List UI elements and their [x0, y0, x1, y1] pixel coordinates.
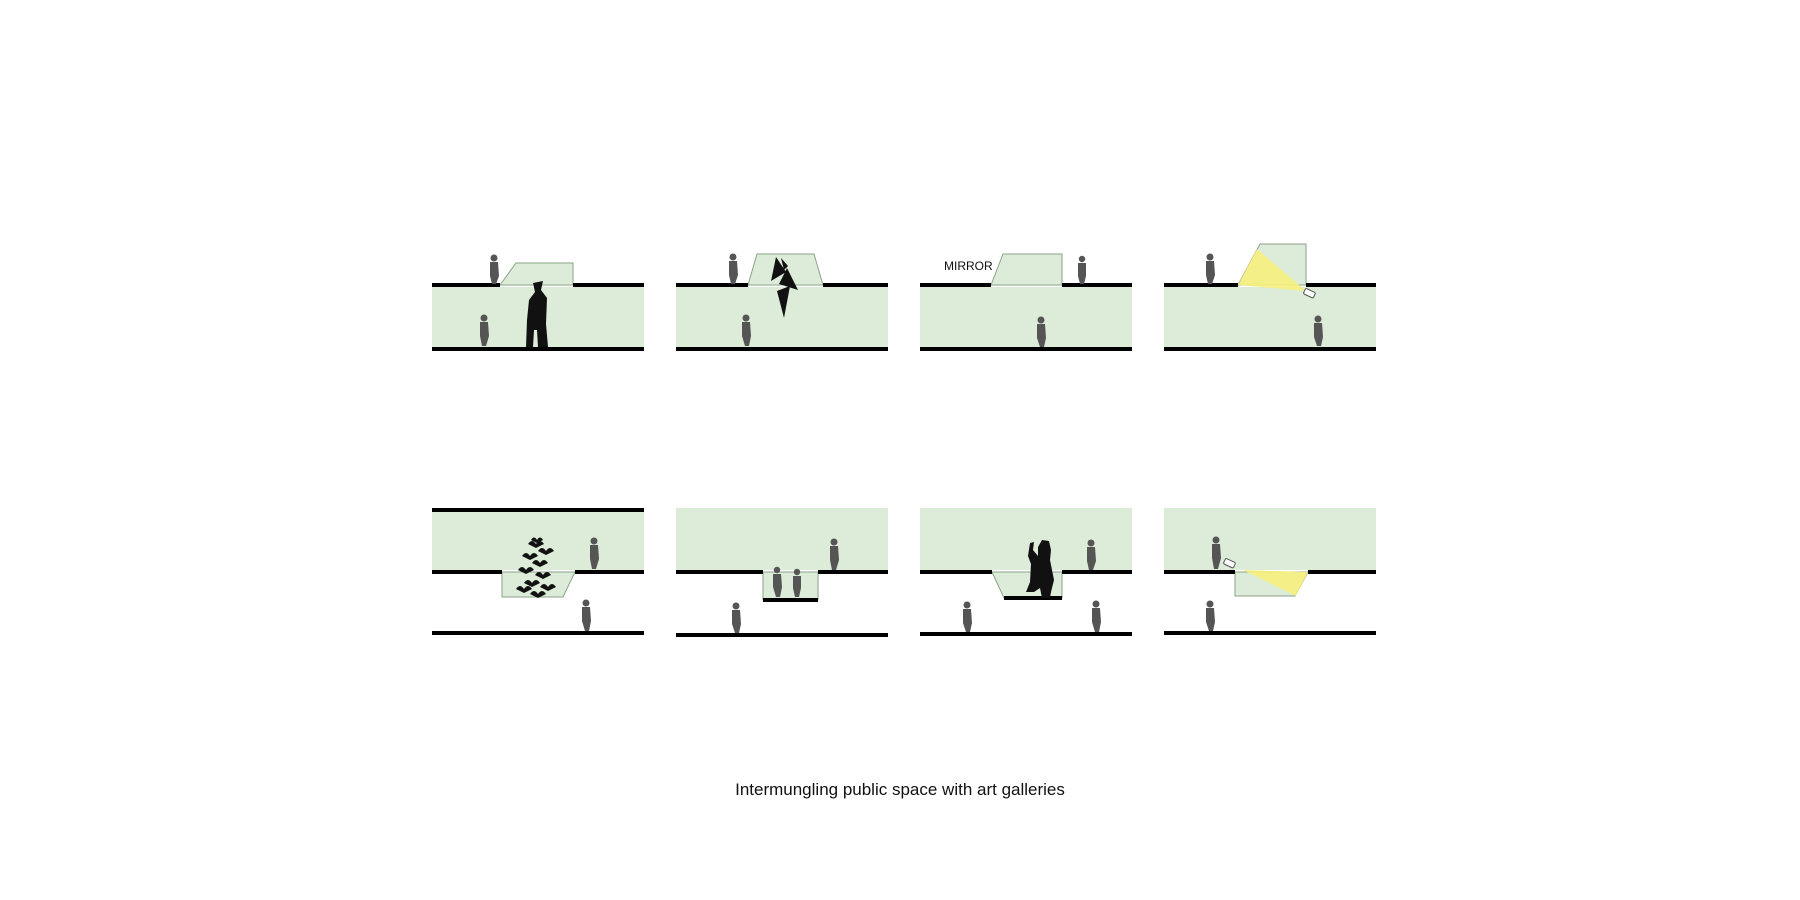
person-icon: [590, 537, 599, 569]
angular-sculpture: [771, 257, 798, 318]
diagram-caption: Intermungling public space with art gall…: [735, 780, 1065, 799]
figure-statue: [1026, 540, 1054, 598]
person-icon: [1078, 255, 1086, 284]
person-icon: [1206, 600, 1215, 631]
public-space-band: [920, 508, 1132, 570]
person-icon: [582, 599, 591, 631]
raised-gallery-volume: [747, 253, 824, 286]
person-icon: [963, 601, 972, 632]
person-icon: [480, 314, 489, 346]
raised-gallery-volume: [499, 262, 574, 286]
person-icon: [793, 568, 801, 597]
light-beam: [1238, 249, 1306, 291]
tall-sculpture: [526, 281, 548, 347]
person-icon: [1092, 600, 1101, 632]
person-icon: [1212, 536, 1221, 569]
section-figure-statue: [920, 508, 1132, 636]
public-space-band: [920, 287, 1132, 349]
section-tall-sculpture: [432, 254, 644, 351]
section-mirror: MIRROR: [920, 253, 1132, 351]
light-beam: [1243, 570, 1308, 596]
person-icon: [1087, 539, 1096, 570]
mirror-label: MIRROR: [944, 259, 993, 273]
public-space-band: [1164, 287, 1376, 349]
projector-icon: [1223, 558, 1236, 569]
section-angular-sculpture: [676, 253, 888, 351]
person-icon: [1037, 316, 1046, 347]
section-light-projection: [1164, 243, 1376, 351]
person-icon: [1206, 253, 1215, 284]
section-bird-flock: [432, 508, 644, 635]
person-icon: [742, 314, 751, 346]
section-sunken-gallery: [676, 508, 888, 637]
bird-flock-sculpture: [516, 537, 556, 598]
section-light-projection-lower: [1164, 508, 1376, 635]
mirror-volume: [990, 253, 1063, 286]
person-icon: [490, 254, 499, 284]
person-icon: [830, 538, 839, 570]
person-icon: [729, 253, 738, 284]
person-icon: [1314, 315, 1323, 346]
projector-icon: [1303, 288, 1316, 299]
public-space-band: [676, 508, 888, 570]
sunken-gallery-volume: [762, 571, 819, 601]
person-icon: [773, 566, 782, 597]
person-icon: [732, 602, 741, 633]
public-space-band: [1164, 508, 1376, 570]
